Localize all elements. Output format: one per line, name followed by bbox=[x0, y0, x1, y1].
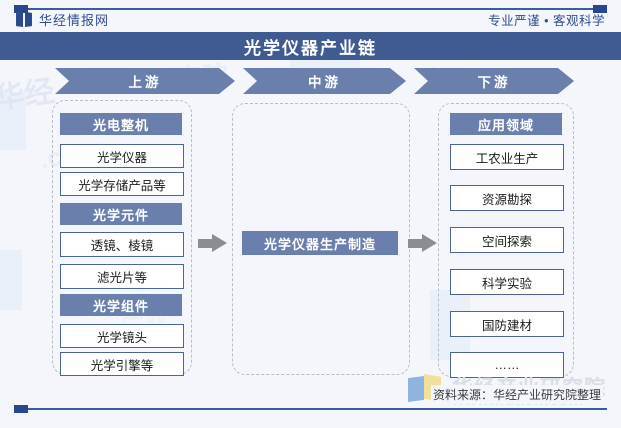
downstream-header[interactable]: 应用领域 bbox=[450, 113, 562, 135]
stage-label: 中游 bbox=[308, 75, 341, 90]
page-title: 光学仪器产业链 bbox=[244, 38, 377, 58]
rule-cap-left bbox=[14, 5, 28, 13]
right-arrow-icon bbox=[408, 234, 438, 253]
upstream-group-header-2[interactable]: 光学组件 bbox=[60, 294, 182, 316]
header-bar: 华经情报网 专业严谨 • 客观科学 bbox=[0, 10, 621, 30]
right-arrow-icon bbox=[198, 234, 228, 253]
stage-chevron-band: 上游 中游 下游 bbox=[0, 68, 621, 94]
upstream-item-1-0[interactable]: 透镜、棱镜 bbox=[60, 232, 184, 257]
stage-chevron-upstream[interactable]: 上游 bbox=[55, 68, 235, 94]
brand[interactable]: 华经情报网 bbox=[16, 10, 109, 29]
downstream-item-5[interactable]: …… bbox=[450, 352, 564, 378]
upstream-item-0-1[interactable]: 光学存储产品等 bbox=[60, 172, 184, 196]
upstream-item-2-1[interactable]: 光学引擎等 bbox=[60, 352, 184, 376]
stage-label: 下游 bbox=[477, 75, 511, 90]
top-divider-rule bbox=[14, 5, 607, 13]
rule-cap-right bbox=[593, 5, 607, 13]
open-book-icon bbox=[16, 12, 32, 27]
watermark-block bbox=[0, 92, 26, 150]
upstream-item-2-0[interactable]: 光学镜头 bbox=[60, 324, 184, 348]
title-bar: 光学仪器产业链 bbox=[0, 32, 621, 60]
brand-slogan: 专业严谨 • 客观科学 bbox=[488, 14, 605, 28]
upstream-group-header-1[interactable]: 光学元件 bbox=[60, 203, 182, 225]
brand-name: 华经情报网 bbox=[39, 13, 110, 28]
upstream-item-1-1[interactable]: 滤光片等 bbox=[60, 264, 184, 289]
downstream-item-4[interactable]: 国防建材 bbox=[450, 311, 564, 337]
source-note: 资料来源：华经产业研究院整理 bbox=[430, 385, 603, 404]
upstream-item-0-0[interactable]: 光学仪器 bbox=[60, 144, 184, 168]
bottom-divider-rule bbox=[14, 405, 607, 413]
downstream-item-3[interactable]: 科学实验 bbox=[450, 269, 564, 295]
stage-chevron-midstream[interactable]: 中游 bbox=[243, 68, 406, 94]
stage-label: 上游 bbox=[128, 75, 162, 90]
downstream-item-1[interactable]: 资源勘探 bbox=[450, 185, 564, 211]
downstream-item-0[interactable]: 工农业生产 bbox=[450, 144, 564, 170]
midstream-node[interactable]: 光学仪器生产制造 bbox=[242, 231, 398, 255]
watermark-block bbox=[0, 250, 22, 310]
downstream-item-2[interactable]: 空间探索 bbox=[450, 227, 564, 253]
rule-cap-left bbox=[14, 405, 28, 413]
upstream-group-header-0[interactable]: 光电整机 bbox=[60, 113, 182, 135]
stage-chevron-downstream[interactable]: 下游 bbox=[414, 68, 574, 94]
